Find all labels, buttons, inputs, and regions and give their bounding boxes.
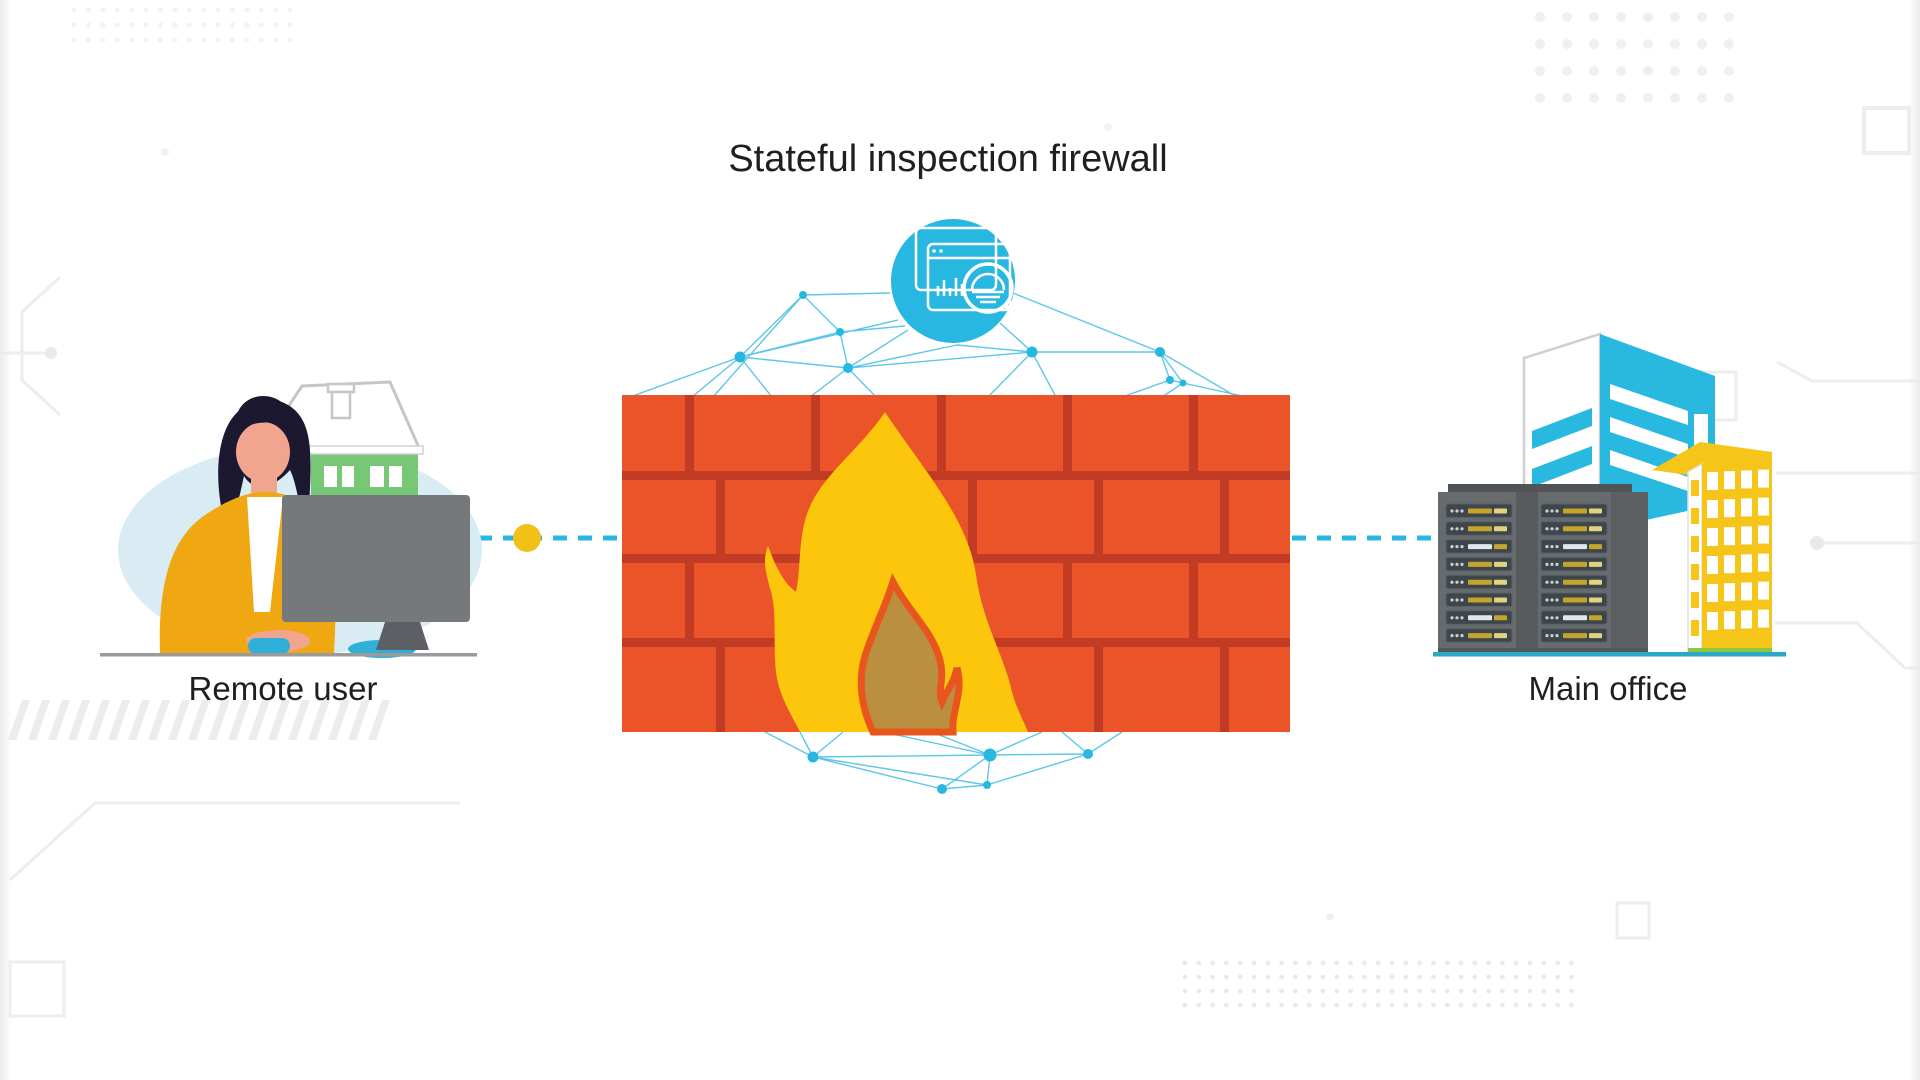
main-office-label: Main office: [1528, 670, 1688, 707]
square-outline-bottom-left: [8, 960, 66, 1018]
flame-icon: [764, 412, 1028, 736]
remote-user-illustration: [100, 380, 482, 658]
dot-grid-bottom-right: [1182, 960, 1574, 1008]
building-windows: [1707, 469, 1769, 630]
circuit-line-right-4: [1775, 621, 1920, 670]
circuit-line-bottom-left: [8, 801, 460, 882]
faint-dot: [161, 148, 169, 156]
network-mesh-icon: [629, 291, 1248, 794]
background-decorations: [0, 7, 1920, 1018]
square-outline-bottom-right: [1615, 901, 1651, 940]
faint-dot: [1104, 123, 1112, 131]
circuit-line-right-1: [1776, 360, 1920, 383]
main-office-illustration: [1433, 332, 1786, 657]
inspection-magnifier-icon: [891, 219, 1023, 343]
dot-grid-top-left: [71, 7, 293, 43]
circuit-chamfer-left: [20, 275, 62, 417]
remote-user-label: Remote user: [188, 670, 378, 707]
base-line: [1433, 652, 1786, 657]
server-rack-icon: [1438, 484, 1648, 654]
firewall-brick-wall-icon: [622, 395, 1290, 736]
faint-dot: [1326, 913, 1334, 921]
desk-line: [100, 653, 477, 657]
square-outline-top-right: [1862, 106, 1911, 155]
circuit-node-right: [1810, 536, 1824, 550]
keyboard-icon: [248, 638, 290, 654]
diagram-title: Stateful inspection firewall: [728, 138, 1168, 180]
connector-node-dot: [513, 524, 541, 552]
circuit-node-left: [45, 347, 57, 359]
hatch-stripes: [8, 700, 390, 740]
dot-grid-top-right: [1535, 12, 1734, 103]
